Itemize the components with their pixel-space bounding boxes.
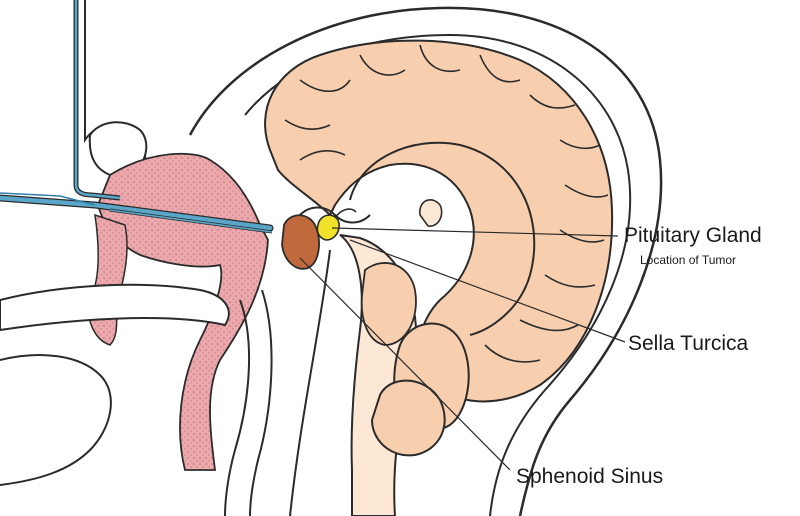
leader-sphenoid [299, 257, 511, 471]
cerebrum [264, 39, 614, 403]
endoscope-instrument [0, 192, 274, 232]
oral-cavity [0, 354, 112, 486]
skull-outline [188, 6, 663, 516]
nose-bone [88, 121, 148, 177]
nasal-tissue [97, 152, 269, 471]
leader-sella [349, 239, 626, 343]
palate [0, 283, 230, 332]
label-sphenoid-sinus: Sphenoid Sinus [516, 465, 664, 488]
corpus-callosum [349, 141, 536, 336]
cerebellum-lobe [370, 379, 446, 457]
sphenoid-sinus [281, 214, 320, 270]
label-sella-turcica: Sella Turcica [628, 332, 749, 355]
nasal-turbinate [88, 213, 128, 346]
lateral-ventricle [419, 199, 443, 227]
label-pituitary-gland: Pituitary Gland [624, 224, 762, 247]
spinal-canal [289, 249, 331, 516]
vertical-instrument [73, 0, 121, 201]
pituitary-stalk [334, 208, 357, 219]
probe-instrument [109, 208, 273, 234]
pituitary-gland [316, 214, 340, 241]
leader-pituitary [331, 227, 619, 237]
brain-gyri [284, 44, 609, 363]
sella-turcica [299, 206, 371, 224]
label-location-of-tumor: Location of Tumor [640, 253, 737, 267]
pharynx-wall [224, 299, 251, 516]
pharynx-wall-inner [249, 289, 273, 516]
